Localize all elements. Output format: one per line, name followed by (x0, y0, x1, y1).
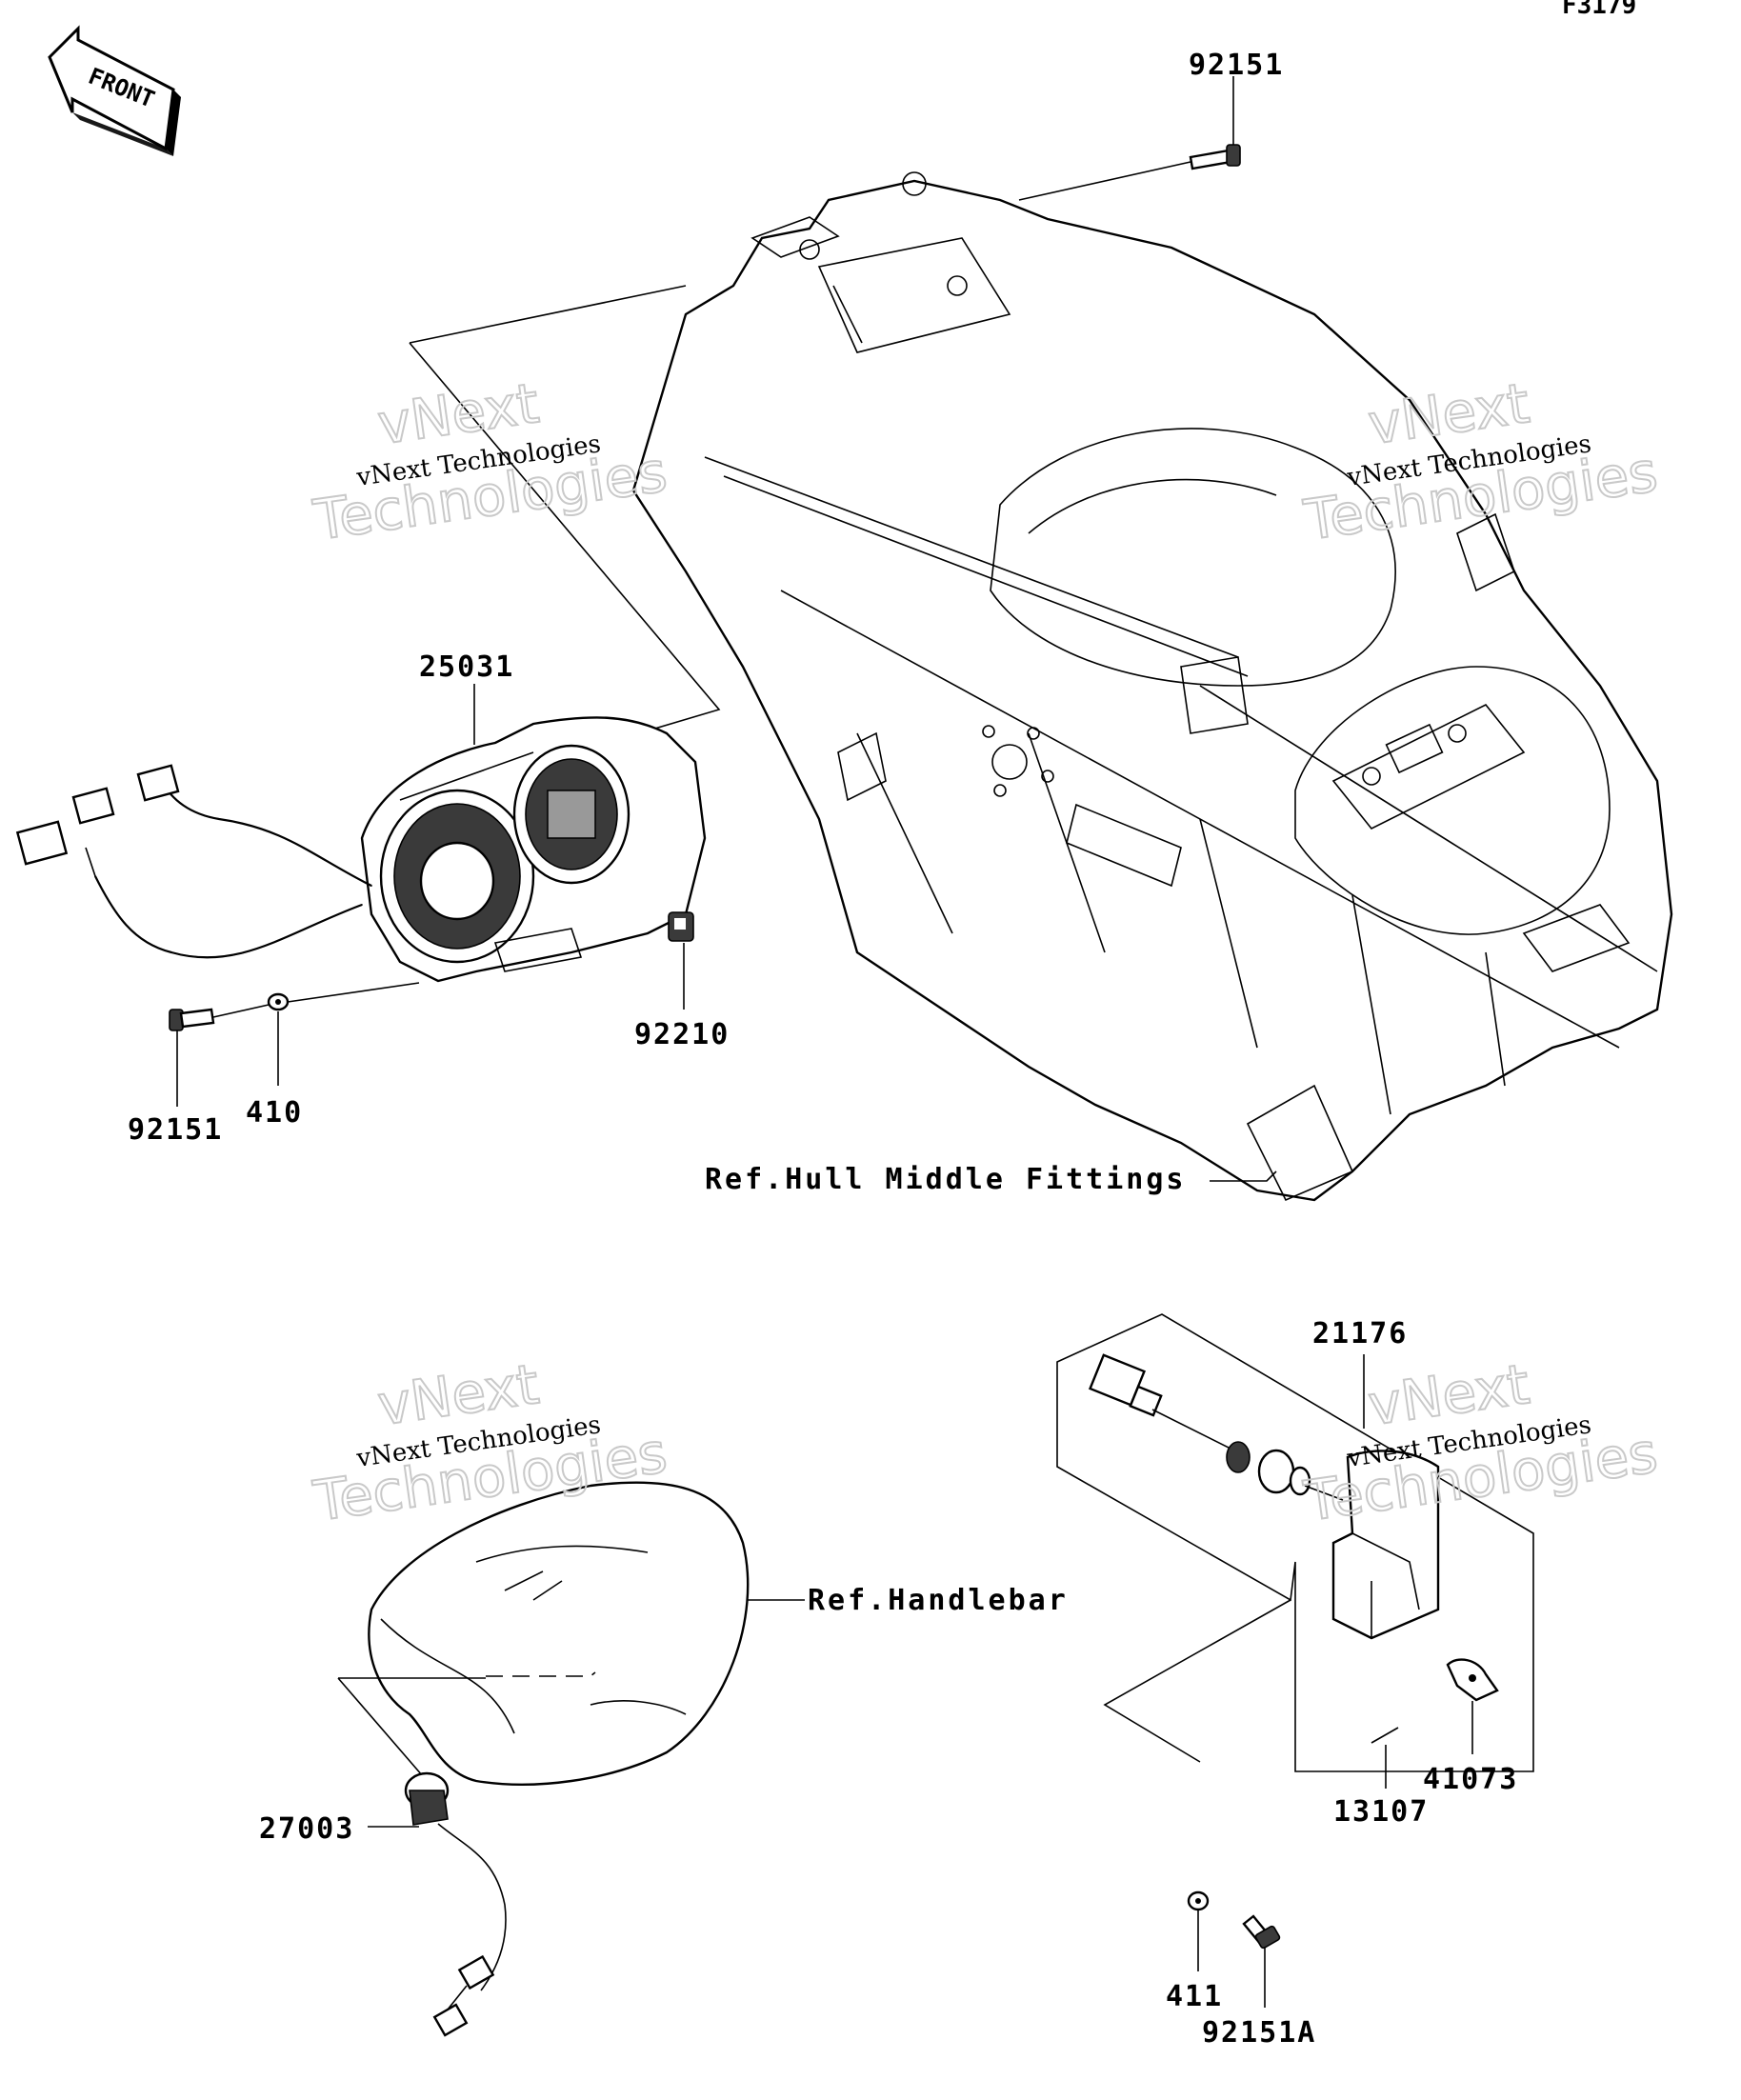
callout-21176: 21176 (1312, 1317, 1408, 1350)
clamp-41073-icon (1446, 1658, 1499, 1702)
bolt-92151-left-icon (169, 1008, 215, 1031)
sensor-group-outline (1056, 1313, 1534, 1772)
callout-410: 410 (246, 1096, 303, 1130)
callout-92151-left: 92151 (128, 1113, 223, 1147)
callout-411: 411 (1166, 1980, 1223, 2013)
figure-code: F3179 (1562, 0, 1636, 20)
callout-ref-hull: Ref.Hull Middle Fittings (705, 1163, 1186, 1196)
washer-410-icon (267, 992, 290, 1011)
meter-assy-25031 (15, 716, 707, 983)
leader-ref-hull (1210, 1170, 1277, 1182)
pin-13107-icon (1371, 1727, 1399, 1744)
sensor-install-outline (1103, 1599, 1291, 1763)
callout-25031: 25031 (419, 650, 514, 684)
leader-410-to-meter (212, 982, 420, 1018)
washer-411-icon (1187, 1890, 1210, 1911)
callout-92151a: 92151A (1202, 2016, 1316, 2050)
callout-41073: 41073 (1423, 1763, 1518, 1796)
bolt-92151-top-icon (1189, 144, 1241, 170)
bolt-92151a-icon (1242, 1914, 1281, 1950)
hidden-line (486, 1671, 596, 1677)
watermark-1: vNext Technologies vNext Technologies (309, 370, 671, 553)
callout-27003: 27003 (259, 1812, 354, 1846)
callout-ref-handlebar: Ref.Handlebar (808, 1584, 1069, 1617)
hull-middle-fittings (631, 171, 1673, 1202)
switch-27003-icon (404, 1771, 507, 2037)
handlebar-cover (368, 1481, 750, 1786)
switch-mount-outline (337, 1677, 486, 1784)
front-direction-icon: FRONT (48, 25, 181, 156)
callout-92151-top: 92151 (1189, 49, 1284, 82)
watermark-4: vNext Technologies vNext Technologies (1299, 1350, 1662, 1534)
damper-92210-icon (668, 911, 694, 942)
callout-92210: 92210 (634, 1018, 730, 1051)
callout-13107: 13107 (1333, 1795, 1429, 1829)
leader-92151-top (1018, 76, 1234, 201)
sensor-21176-icon (1088, 1353, 1440, 1640)
